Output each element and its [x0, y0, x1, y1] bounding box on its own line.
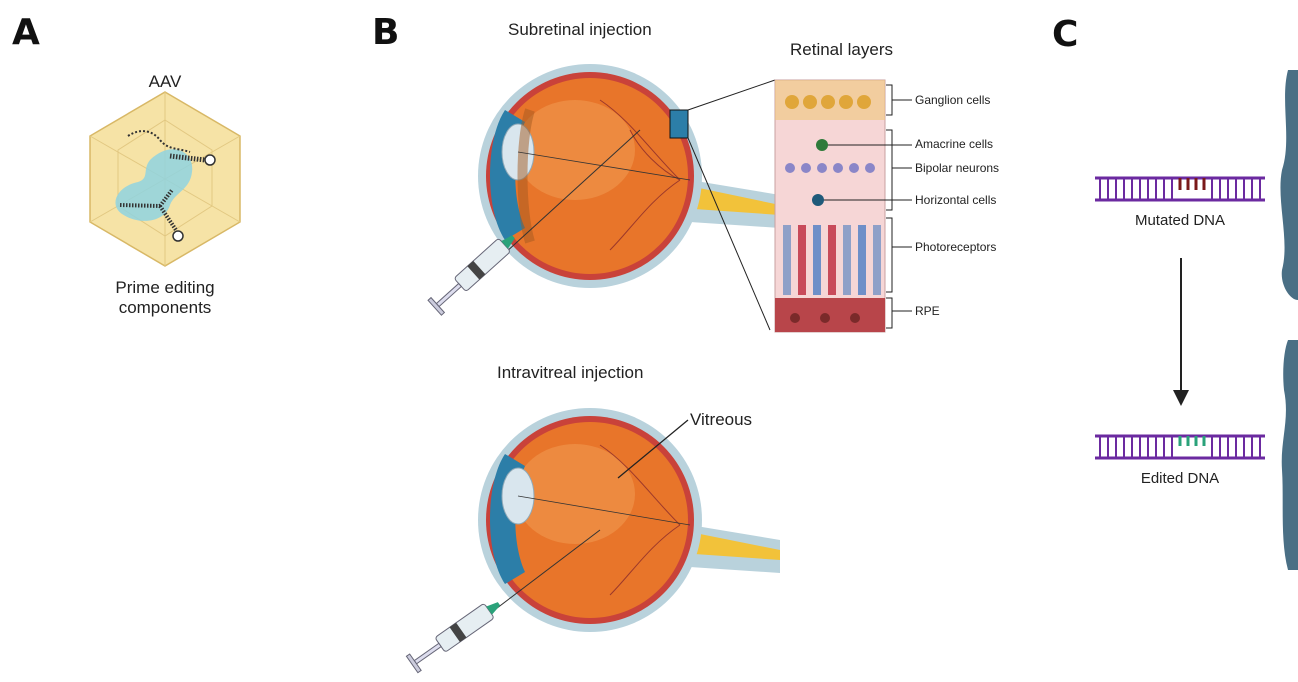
down-arrow: [1173, 258, 1189, 406]
retinal-layers-title: Retinal layers: [790, 40, 893, 60]
intravitreal-title: Intravitreal injection: [497, 363, 643, 383]
photoreceptor-cell-bottom: [1282, 340, 1298, 570]
layer-label-bipolar: Bipolar neurons: [915, 161, 999, 175]
aav-capsid-illustration: [90, 92, 240, 266]
panel-c-letter: C: [1052, 14, 1078, 55]
vitreous-label: Vitreous: [690, 410, 752, 430]
edited-dna-illustration: [1095, 436, 1265, 458]
mutated-dna-illustration: [1095, 178, 1265, 200]
prime-editing-label-line2: components: [90, 298, 240, 318]
prime-editing-label: Prime editing components: [90, 278, 240, 318]
layer-label-amacrine: Amacrine cells: [915, 137, 993, 151]
retinal-layers-illustration: [775, 80, 912, 332]
photoreceptor-cell-top: [1280, 70, 1298, 300]
layer-label-photoreceptors: Photoreceptors: [915, 240, 996, 254]
layer-label-horizontal: Horizontal cells: [915, 193, 996, 207]
mutated-dna-label: Mutated DNA: [1110, 212, 1250, 229]
eye-intravitreal-illustration: [406, 408, 780, 673]
layer-label-rpe: RPE: [915, 304, 940, 318]
eye-subretinal-illustration: [428, 64, 780, 315]
layer-label-ganglion: Ganglion cells: [915, 93, 990, 107]
subretinal-title: Subretinal injection: [508, 20, 652, 40]
panel-a-letter: A: [12, 12, 40, 53]
edited-dna-label: Edited DNA: [1110, 470, 1250, 487]
prime-editing-label-line1: Prime editing: [90, 278, 240, 298]
aav-label: AAV: [120, 72, 210, 92]
panel-b-letter: B: [372, 12, 399, 53]
